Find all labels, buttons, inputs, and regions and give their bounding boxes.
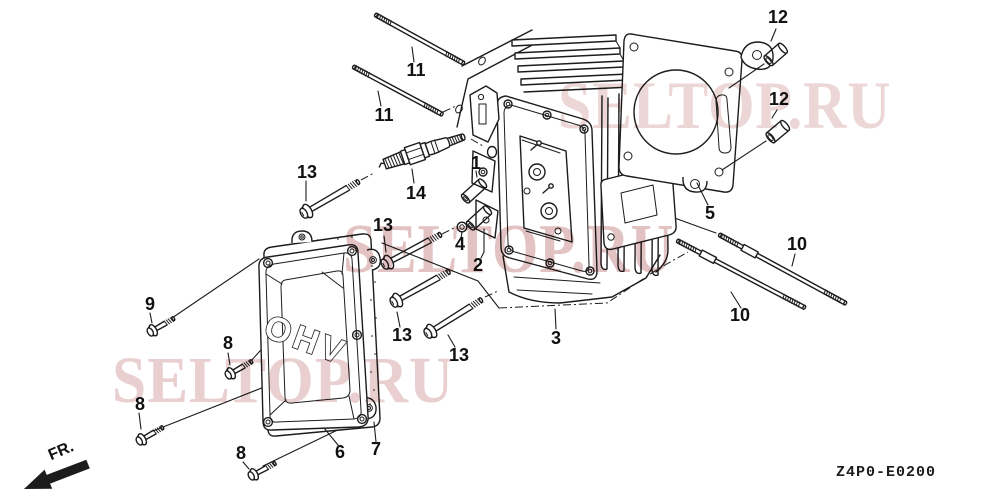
head-gasket-drawing	[618, 33, 774, 193]
callout-12-a: 12	[768, 7, 788, 27]
stud-bolt-11-a	[373, 11, 467, 67]
callout-8-2: 8	[135, 394, 145, 414]
callout-13-2: 13	[373, 215, 393, 235]
callout-9: 9	[145, 294, 155, 314]
callout-7: 7	[371, 439, 381, 459]
o-ring-4	[456, 221, 468, 233]
callout-13-3: 13	[392, 325, 412, 345]
callout-10-a: 10	[787, 234, 807, 254]
valve-cover-drawing: OHV	[258, 243, 369, 431]
callout-4: 4	[455, 234, 465, 254]
callout-3: 3	[551, 328, 561, 348]
callout-5: 5	[705, 203, 715, 223]
callout-10-b: 10	[730, 305, 750, 325]
flange-bolt-8-2	[133, 421, 168, 449]
spark-plug-drawing	[375, 127, 469, 176]
part-callouts: 11 11 14 13 13 13 13 1 4 2 5 12 12 10 10…	[135, 7, 807, 463]
callout-11-b: 11	[374, 105, 393, 125]
knock-pin-12-b	[763, 118, 792, 145]
flange-bolt-13-3	[386, 264, 454, 311]
callout-13-1: 13	[297, 162, 317, 182]
callout-12-b: 12	[769, 89, 789, 109]
callout-leader-lines	[138, 28, 796, 470]
gasket-stipple	[317, 236, 377, 405]
callout-6: 6	[335, 442, 345, 462]
callout-8-1: 8	[223, 333, 233, 353]
diagram-code: Z4P0-E0200	[836, 464, 937, 481]
front-direction-label: FR.	[46, 438, 76, 464]
callout-1: 1	[471, 153, 481, 173]
callout-2: 2	[473, 255, 483, 275]
callout-11-a: 11	[406, 60, 425, 80]
front-direction-arrow: FR.	[24, 438, 90, 489]
flange-bolt-8-3	[245, 456, 280, 484]
stud-bolt-11-b	[351, 63, 445, 118]
callout-8-3: 8	[236, 443, 246, 463]
flange-bolt-13-4	[420, 292, 487, 342]
flange-bolt-8-1	[222, 355, 257, 383]
flange-bolt-9	[144, 312, 179, 340]
callout-14: 14	[406, 183, 426, 203]
callout-13-4: 13	[449, 345, 469, 365]
